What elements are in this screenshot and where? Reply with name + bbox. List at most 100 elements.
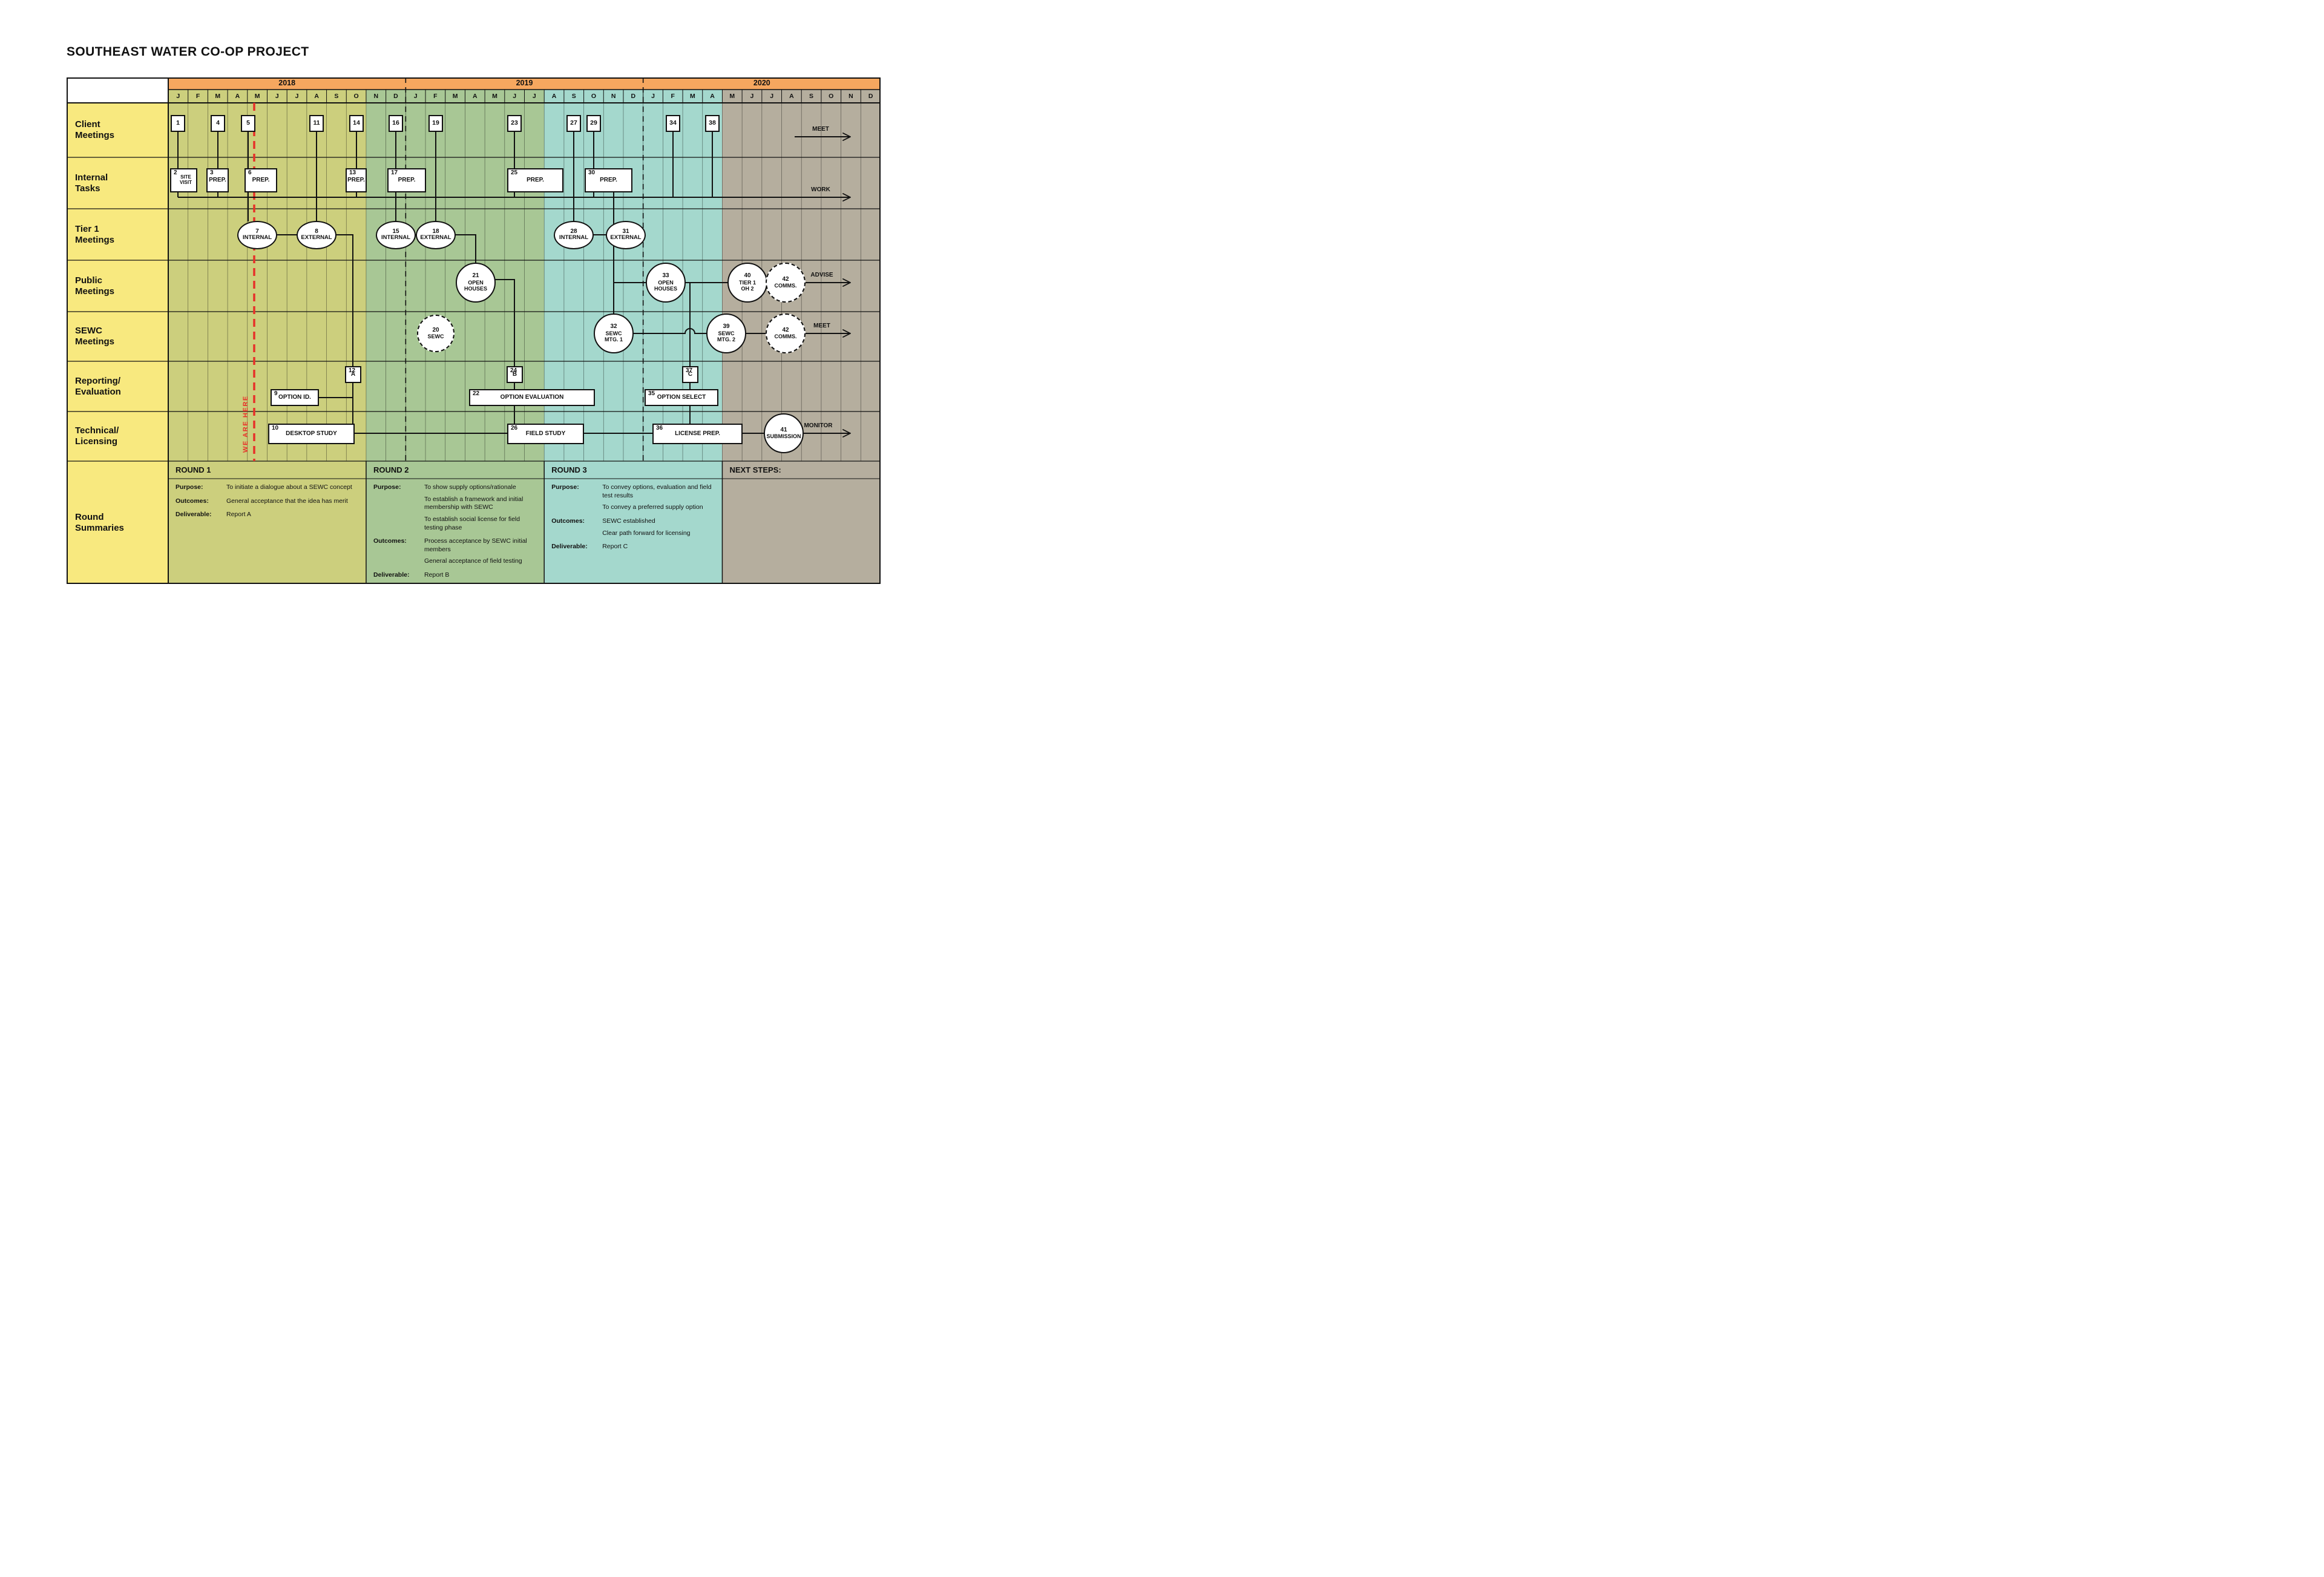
- summary-entry-item: Clear path forward for licensing: [602, 529, 691, 537]
- event-label: PREP.: [527, 177, 544, 184]
- row-label-line: Summaries: [75, 522, 124, 533]
- row-label-line: Tier 1: [75, 223, 99, 234]
- event-label-line: EXTERNAL: [301, 234, 332, 241]
- event-number: 41: [780, 426, 787, 433]
- event-label-line: MTG. 2: [717, 336, 735, 343]
- event-label: PREP.: [209, 177, 226, 184]
- event-label: INTERNAL: [559, 234, 588, 241]
- event-label-line: LICENSE PREP.: [675, 430, 720, 438]
- table-border: [67, 77, 881, 584]
- month-cell: J: [524, 90, 545, 103]
- event-label: PREP.: [600, 177, 617, 184]
- row-label-line: Evaluation: [75, 386, 121, 397]
- summary-entry: Outcomes:General acceptance that the ide…: [176, 497, 361, 506]
- summary-entry-item: To establish a framework and initial mem…: [424, 495, 524, 511]
- month-cell: M: [683, 90, 703, 103]
- event-number: 10: [272, 425, 279, 431]
- event-number: 31: [622, 228, 629, 235]
- event-label: A: [351, 371, 355, 378]
- summary-panel-next-steps: NEXT STEPS:: [722, 461, 881, 584]
- event-label-line: PREP.: [252, 177, 270, 184]
- month-cell: J: [643, 90, 663, 103]
- event-label-line: COMMS.: [774, 333, 797, 340]
- summary-entry-item: Report B: [424, 571, 450, 579]
- row-label-technical-licensing: Technical/Licensing: [67, 411, 168, 461]
- event-label: OPTION EVALUATION: [501, 394, 564, 401]
- row-label-line: Technical/: [75, 425, 119, 436]
- event-label-line: COMMS.: [774, 283, 797, 289]
- event-number: 22: [473, 390, 480, 397]
- event-number: 21: [472, 272, 479, 280]
- event-number: 35: [648, 390, 655, 397]
- year-label-2019: 2019: [516, 79, 533, 87]
- client-meeting-38: 38: [705, 115, 720, 132]
- month-cell: M: [722, 90, 743, 103]
- event-label: C: [688, 371, 692, 378]
- event-number: 2: [174, 169, 177, 176]
- event-label: PREP.: [252, 177, 270, 184]
- event-number: 34: [669, 119, 677, 127]
- event-number: 1: [176, 119, 180, 127]
- client-meeting-5: 5: [241, 115, 255, 132]
- page-title: SOUTHEAST WATER CO-OP PROJECT: [67, 45, 309, 59]
- month-cell: A: [306, 90, 327, 103]
- summary-entry-item: To establish social license for field te…: [424, 515, 520, 531]
- month-cell: J: [742, 90, 762, 103]
- event-number: 27: [570, 119, 577, 127]
- summary-entry-label: Outcomes:: [551, 517, 585, 525]
- event-label-line: HOUSES: [654, 286, 677, 292]
- month-cell: F: [425, 90, 445, 103]
- event-label: INTERNAL: [381, 234, 410, 241]
- summary-entry-item: To convey a preferred supply option: [602, 503, 703, 511]
- month-cell: O: [583, 90, 604, 103]
- event-label-line: SITE: [180, 174, 191, 180]
- event-number: 18: [432, 228, 439, 235]
- month-cell: J: [761, 90, 782, 103]
- arrow-monitor-label: MONITOR: [804, 422, 833, 429]
- month-cell: F: [663, 90, 683, 103]
- row-label-reporting-evaluation: Reporting/Evaluation: [67, 361, 168, 411]
- client-meeting-1: 1: [171, 115, 185, 132]
- row-label-column: [67, 103, 168, 584]
- month-cell: M: [485, 90, 505, 103]
- summary-entry: Purpose:To convey options, evaluation an…: [551, 484, 717, 512]
- arrow-meet-sewc-label: MEET: [813, 323, 830, 329]
- event-label-line: PREP.: [209, 177, 226, 184]
- month-cell: A: [781, 90, 802, 103]
- month-cell: A: [465, 90, 485, 103]
- event-label-line: EXTERNAL: [610, 234, 642, 241]
- event-label: SEWC: [428, 333, 444, 339]
- summary-entry-label: Purpose:: [373, 484, 401, 491]
- event-label-line: A: [350, 371, 356, 378]
- event-number: 39: [723, 323, 730, 330]
- summary-entry-item: General acceptance that the idea has mer…: [226, 497, 348, 505]
- summary-heading: ROUND 3: [551, 465, 587, 474]
- month-cell: N: [366, 90, 386, 103]
- event-number: 6: [248, 169, 252, 176]
- summary-entry: Deliverable:Report B: [373, 571, 539, 580]
- summary-band-next-steps: [722, 461, 881, 584]
- event-number: 42: [782, 326, 789, 333]
- event-number: 20: [432, 326, 439, 333]
- arrow-meet-client-label: MEET: [812, 126, 829, 133]
- event-label-line: DESKTOP STUDY: [286, 430, 337, 438]
- event-number: 3: [210, 169, 214, 176]
- event-label: EXTERNAL: [420, 234, 451, 241]
- event-number: 24: [510, 367, 517, 374]
- summary-entry: Deliverable:Report A: [176, 511, 361, 519]
- month-cell: S: [801, 90, 821, 103]
- event-number: 30: [588, 169, 596, 176]
